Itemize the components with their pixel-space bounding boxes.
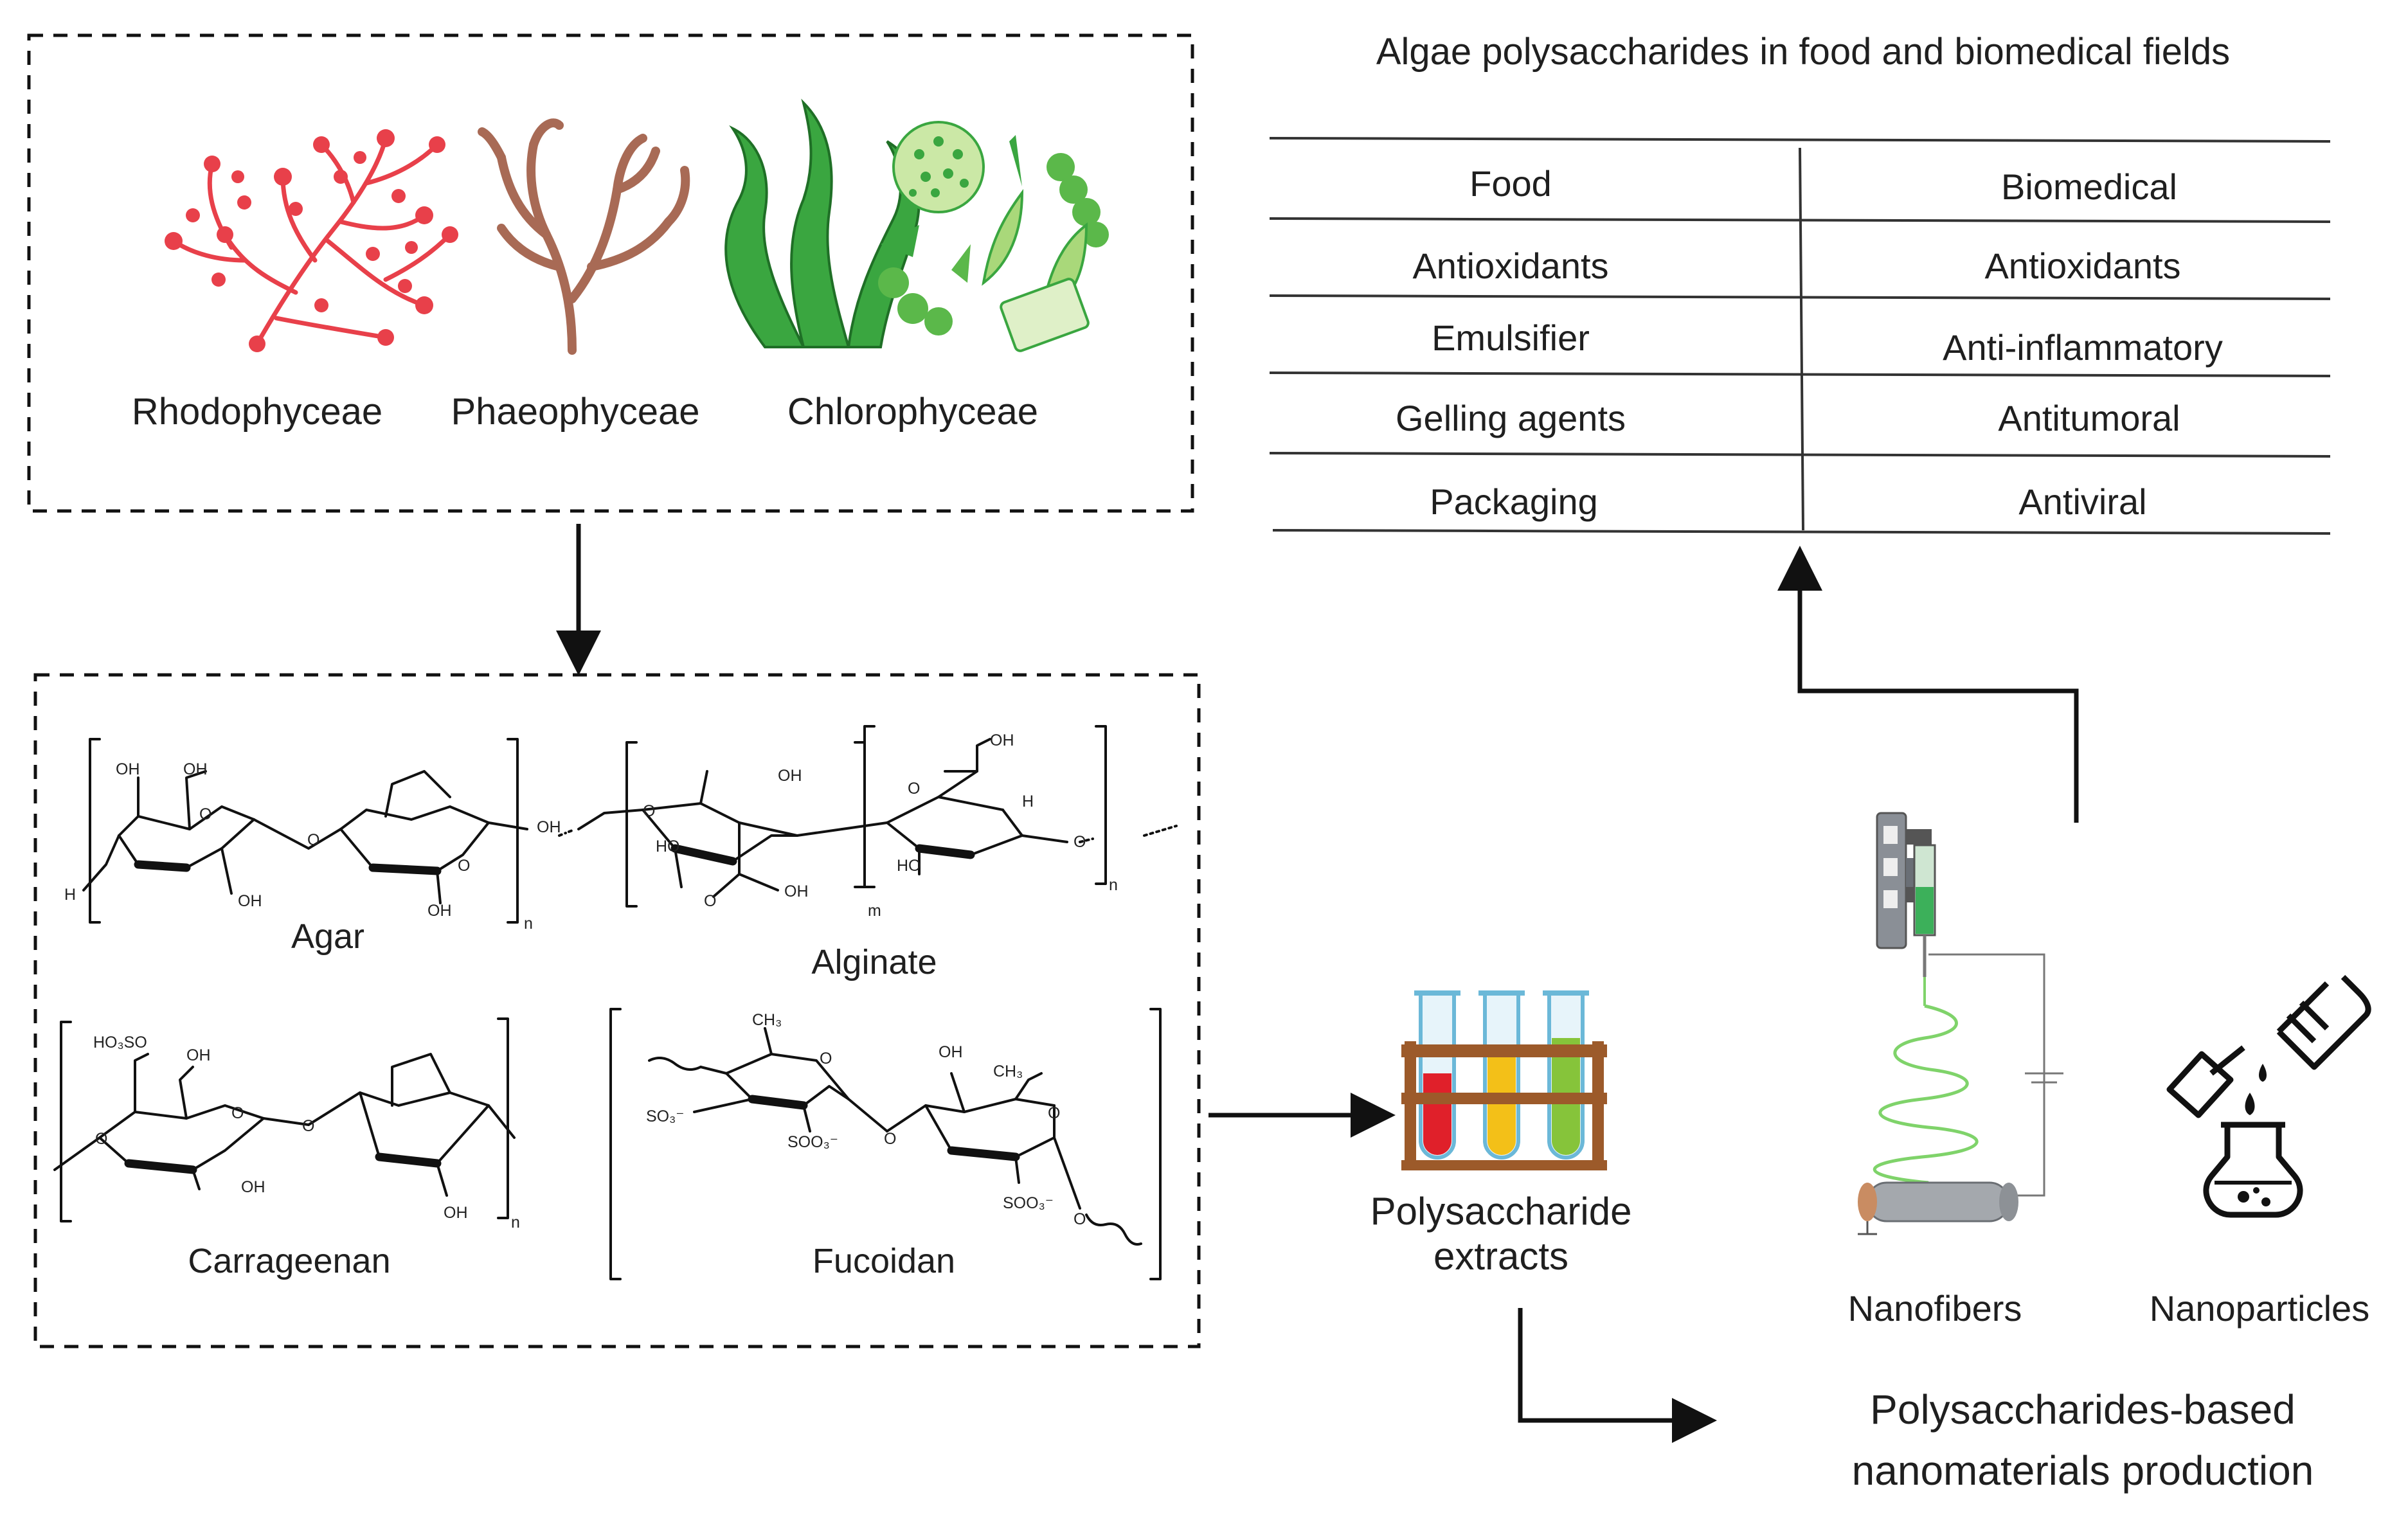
table-cell-food-1: Antioxidants bbox=[1412, 246, 1608, 286]
nanoparticle-drops bbox=[2238, 1064, 2270, 1206]
extracts-label-line1: Polysaccharide bbox=[1370, 1190, 1632, 1233]
algae-label-chlorophyceae: Chlorophyceae bbox=[787, 391, 1038, 433]
carrageenan-structure: HO₃SO OH O O O OH OH n bbox=[53, 1017, 520, 1231]
carrageenan-n: n bbox=[511, 1213, 520, 1231]
tube-red bbox=[1423, 1073, 1451, 1155]
table-cell-bio-2: Anti-inflammatory bbox=[1943, 327, 2223, 368]
agar-oh-4: OH bbox=[427, 902, 452, 920]
alginate-o-4: O bbox=[1074, 833, 1086, 851]
agar-label: Agar bbox=[291, 917, 364, 956]
test-tubes-icon bbox=[1401, 990, 1607, 1170]
arrow-nanomaterials-to-table bbox=[1777, 546, 2079, 823]
fucoidan-label: Fucoidan bbox=[813, 1242, 955, 1280]
fucoidan-structure: CH₃ O SO₃⁻ SOO₃⁻ O OH CH₃ O SOO₃⁻ O bbox=[609, 1008, 1162, 1280]
fucoidan-ch3-1: CH₃ bbox=[752, 1011, 782, 1029]
production-label-line1: Polysaccharides-based bbox=[1870, 1386, 2296, 1433]
alginate-oh-3: OH bbox=[990, 731, 1014, 749]
algae-label-phaeophyceae: Phaeophyceae bbox=[451, 391, 700, 433]
carrageenan-hoso3: HO₃SO bbox=[93, 1034, 147, 1052]
carrageenan-o-2: O bbox=[231, 1104, 244, 1122]
agar-oh-5: OH bbox=[537, 818, 561, 836]
microalgae-icon bbox=[878, 121, 1109, 352]
carrageenan-label: Carrageenan bbox=[188, 1242, 390, 1280]
red-seaweed-icon bbox=[165, 129, 458, 352]
nanoparticles-label: Nanoparticles bbox=[2150, 1288, 2369, 1329]
alginate-n: n bbox=[1109, 876, 1118, 894]
table-header-biomedical: Biomedical bbox=[2001, 166, 2177, 207]
arrow-extracts-to-production bbox=[1518, 1308, 1717, 1443]
structures-box bbox=[33, 673, 1201, 1348]
algae-box bbox=[27, 33, 1194, 513]
carrageenan-oh-2: OH bbox=[241, 1178, 265, 1196]
fucoidan-o-2: O bbox=[884, 1130, 896, 1148]
agar-o-3: O bbox=[458, 857, 470, 875]
table-cell-bio-1: Antioxidants bbox=[1984, 246, 2180, 286]
alginate-oh-2: OH bbox=[784, 882, 809, 900]
carrageenan-oh-1: OH bbox=[186, 1046, 211, 1064]
fucoidan-so3-2: SOO₃⁻ bbox=[787, 1133, 838, 1151]
green-seaweed-icon bbox=[724, 98, 921, 348]
table-cell-food-3: Gelling agents bbox=[1396, 398, 1626, 438]
fucoidan-so3-1: SO₃⁻ bbox=[646, 1107, 685, 1125]
alginate-structure: O OH HO O OH m OH O H HO O n bbox=[558, 725, 1178, 920]
table-cell-bio-3: Antitumoral bbox=[1998, 398, 2180, 438]
extracts-label-line2: extracts bbox=[1433, 1235, 1568, 1278]
nanoparticles-icon bbox=[2166, 974, 2371, 1218]
brown-seaweed-icon bbox=[478, 118, 690, 355]
carrageenan-o-3: O bbox=[302, 1117, 314, 1135]
alginate-h: H bbox=[1022, 792, 1034, 810]
agar-oh-2: OH bbox=[183, 760, 208, 778]
production-label-line2: nanomaterials production bbox=[1852, 1447, 2314, 1494]
algae-label-rhodophyceae: Rhodophyceae bbox=[132, 391, 382, 433]
alginate-ho-1: HO bbox=[656, 837, 680, 855]
carrageenan-o-1: O bbox=[95, 1130, 107, 1148]
alginate-o-3: O bbox=[908, 780, 920, 798]
agar-o-2: O bbox=[307, 831, 319, 849]
carrageenan-oh-3: OH bbox=[444, 1204, 468, 1222]
agar-h: H bbox=[64, 886, 76, 904]
agar-n: n bbox=[524, 915, 533, 933]
alginate-o-2: O bbox=[704, 892, 716, 910]
agar-structure: OH OH OH OH OH H O O O n bbox=[64, 738, 561, 933]
alginate-oh-1: OH bbox=[778, 767, 802, 785]
tube-yellow bbox=[1487, 1054, 1516, 1155]
fucoidan-so3-3: SOO₃⁻ bbox=[1003, 1194, 1054, 1212]
table-cell-food-4: Packaging bbox=[1430, 481, 1598, 522]
fucoidan-oh: OH bbox=[939, 1043, 963, 1061]
alginate-label: Alginate bbox=[811, 943, 937, 981]
table-header-food: Food bbox=[1469, 163, 1552, 204]
alginate-m: m bbox=[868, 902, 881, 920]
fucoidan-o-3: O bbox=[1048, 1104, 1060, 1122]
fucoidan-o-1: O bbox=[820, 1050, 832, 1068]
alginate-o-1: O bbox=[643, 802, 655, 820]
nanofibers-label: Nanofibers bbox=[1848, 1288, 2022, 1329]
nanofiber-spiral bbox=[1873, 1004, 1979, 1185]
fucoidan-ch3-2: CH₃ bbox=[993, 1062, 1023, 1080]
electrospinning-icon bbox=[1858, 812, 2063, 1235]
table-cell-bio-4: Antiviral bbox=[2018, 481, 2146, 522]
applications-table bbox=[1269, 137, 2331, 535]
agar-oh-1: OH bbox=[116, 760, 140, 778]
alginate-ho-2: HO bbox=[897, 857, 921, 875]
agar-oh-3: OH bbox=[238, 892, 262, 910]
table-cell-food-2: Emulsifier bbox=[1432, 318, 1590, 358]
agar-o-1: O bbox=[199, 805, 211, 823]
fucoidan-o-4: O bbox=[1074, 1210, 1086, 1228]
table-title: Algae polysaccharides in food and biomed… bbox=[1376, 31, 2230, 73]
